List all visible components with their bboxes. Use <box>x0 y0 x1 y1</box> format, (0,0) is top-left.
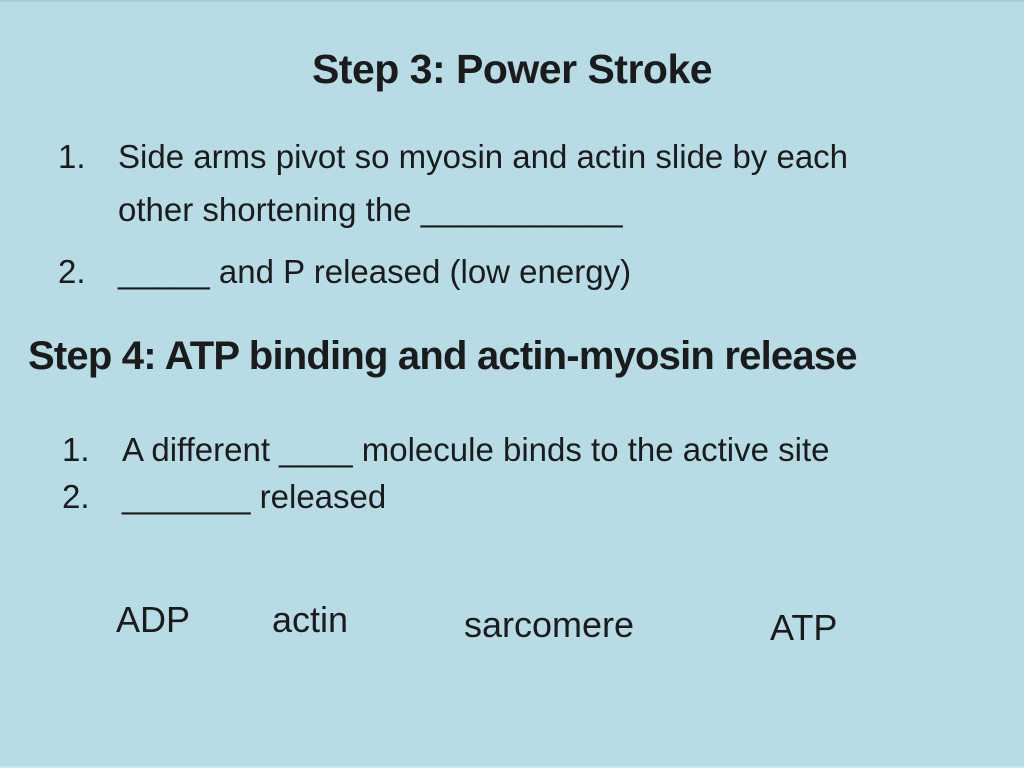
list-item-number: 1. <box>62 431 90 468</box>
list-item-text-line: A different ____ molecule binds to the a… <box>122 431 830 468</box>
list-item-text-line: _____ and P released (low energy) <box>118 253 632 290</box>
word-bank-item: actin <box>272 599 349 640</box>
word-bank-item: sarcomere <box>464 604 635 645</box>
list-item-text-line: _______ released <box>122 478 387 515</box>
list-item-number: 1. <box>58 138 86 175</box>
list-item-number: 2. <box>58 253 86 290</box>
word-bank-item: ATP <box>770 607 838 648</box>
list-item: 1. A different ____ molecule binds to th… <box>62 426 982 473</box>
list-item-text: A different ____ molecule binds to the a… <box>122 426 982 473</box>
list-item-text-line: other shortening the ___________ <box>118 191 623 228</box>
list-item: 2. _______ released <box>62 473 982 520</box>
list-item-text: _______ released <box>122 473 982 520</box>
list-item-text-line: Side arms pivot so myosin and actin slid… <box>118 138 849 175</box>
list-item-number: 2. <box>62 478 90 515</box>
list-item: 2. _____ and P released (low energy) <box>58 245 958 298</box>
step3-list: 1. Side arms pivot so myosin and actin s… <box>58 130 958 298</box>
list-item-text: _____ and P released (low energy) <box>118 245 958 298</box>
word-bank-item: ADP <box>116 599 191 640</box>
list-item-text: Side arms pivot so myosin and actin slid… <box>118 130 958 236</box>
step4-list: 1. A different ____ molecule binds to th… <box>62 426 982 520</box>
slide-title-step3: Step 3: Power Stroke <box>311 46 713 92</box>
list-item: 1. Side arms pivot so myosin and actin s… <box>58 130 958 236</box>
slide-title-step4: Step 4: ATP binding and actin-myosin rel… <box>28 334 857 378</box>
